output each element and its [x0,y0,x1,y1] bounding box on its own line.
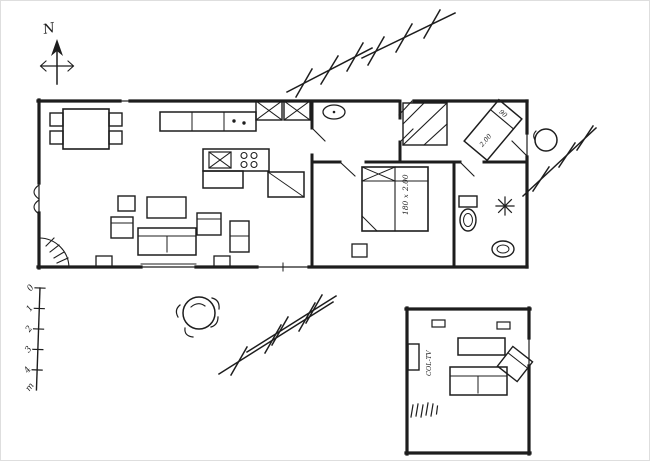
wood-stove-corner [38,237,70,269]
hedge-marks-top-left [285,41,374,99]
annex-vent [431,319,446,328]
dining-table [62,108,110,150]
annex-table [457,337,506,356]
dining-chair [108,112,123,127]
guest-room: 90 2.00 [402,98,523,162]
scale-bar: 0 1 2 3 4 m [22,283,46,393]
dining-chair [108,130,123,145]
annex-walls [404,306,532,456]
guest-bed-length-label: 2.00 [477,132,493,149]
scale-tick-label-1: 1 [25,304,36,314]
kitchen-island [202,148,270,189]
master-bedroom: 180 x 2.00 [351,166,429,258]
scale-tick-label-3: 3 [23,345,34,355]
hob-burner [240,151,248,160]
north-arrow: N [39,20,75,85]
guest-bed-width-label: 90 [497,108,508,119]
bathroom [458,195,515,258]
north-label: N [41,20,58,39]
single-bed: 90 2.00 [463,98,523,162]
fridge-cabinet [267,171,305,198]
master-bed-times-label: x [402,194,410,198]
tree-symbol-terrace [175,296,220,338]
washbasin [491,240,515,258]
hedge-marks-top-right [360,8,457,67]
scale-unit-label: m [24,381,37,393]
hedge-marks-bottom [217,293,338,377]
scale-tick-label-2: 2 [23,324,35,335]
annex-tv-label: COL-TV [425,349,433,376]
window-sill-cabinet [95,255,113,268]
kitchen-counter-top [159,111,257,132]
side-table [117,195,136,212]
dining-chair [49,130,64,145]
annex-armchair [496,345,534,383]
annex-vent [496,321,511,330]
shelf-unit [229,220,250,253]
coffee-table [146,196,187,219]
dining-chair [49,112,64,127]
shower-drain [495,196,515,216]
kitchen-area [159,100,311,198]
hob-burner [240,160,248,169]
annex-building: COL-TV [404,306,534,456]
wardrobe-hatched [402,102,448,146]
scale-tick-label-4: 4 [22,365,34,376]
door-swings [311,100,528,177]
nightstand [351,243,368,258]
north-arrowhead-icon [51,39,63,56]
interior-walls [310,99,529,269]
master-bed-width-label: 180 [401,200,410,215]
dining-area [49,108,123,150]
kitchen-sink [208,151,232,169]
tree-symbol-right [533,128,558,152]
double-bed [361,166,429,232]
hob-burner [250,160,258,169]
window-openings [33,100,528,272]
hob-burner [250,151,258,160]
annex-sofa [449,366,508,396]
tv-cabinet [407,343,420,371]
sofa [137,227,197,256]
lounge-area [95,195,250,268]
window-sill-cabinet [213,255,231,268]
scale-tick-label-0: 0 [25,283,37,294]
armchair [110,216,134,239]
ceiling-lamp [322,104,346,120]
armchair [196,212,222,236]
skylight-window [255,100,283,121]
skylight-window [283,100,311,121]
master-bed-length-label: 2.00 [401,174,410,192]
annex-radiator-marks [410,402,439,418]
toilet [458,195,478,232]
hedge-marks-right [521,124,598,198]
